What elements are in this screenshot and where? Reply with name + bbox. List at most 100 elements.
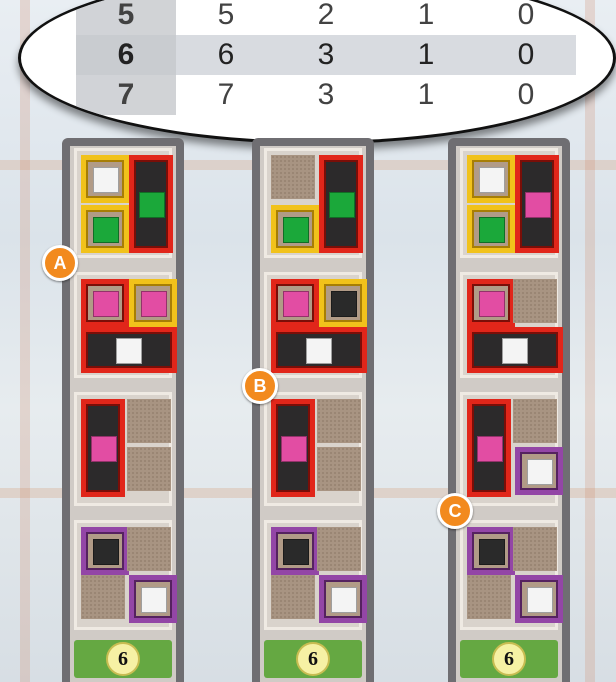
green-cube: [283, 217, 309, 243]
white-cube: [502, 338, 528, 364]
pink-cube: [477, 436, 503, 462]
empty-slot[interactable]: [513, 399, 557, 443]
empty-slot[interactable]: [127, 399, 171, 443]
yellow-slot[interactable]: [467, 205, 515, 253]
board-section-4: [264, 520, 362, 630]
table-cell: 0: [476, 78, 576, 112]
purple-slot[interactable]: [271, 527, 319, 575]
red-slot-tall[interactable]: [271, 399, 315, 497]
player-board-1: 6: [62, 138, 184, 682]
red-slot-wide[interactable]: [467, 327, 563, 373]
table-cell: 5: [76, 0, 176, 35]
black-cube: [283, 539, 309, 565]
board-section-3: [460, 392, 558, 506]
table-row: 7 7 3 1 0: [76, 75, 576, 115]
table-cell: 0: [476, 38, 576, 72]
table-cell: 6: [76, 35, 176, 75]
purple-slot[interactable]: [81, 527, 129, 575]
pink-cube: [283, 291, 309, 317]
pink-cube: [281, 436, 307, 462]
white-cube: [527, 459, 553, 485]
red-slot-wide[interactable]: [81, 327, 177, 373]
board-section-3: [74, 392, 172, 506]
table-cell: 5: [176, 0, 276, 32]
empty-slot[interactable]: [317, 527, 361, 571]
yellow-slot[interactable]: [81, 205, 129, 253]
white-cube: [116, 338, 142, 364]
table-cell: 1: [376, 78, 476, 112]
empty-slot[interactable]: [127, 527, 171, 571]
table-cell: 2: [276, 0, 376, 32]
black-cube: [479, 539, 505, 565]
pink-cube: [479, 291, 505, 317]
red-slot-tall[interactable]: [81, 399, 125, 497]
board-inner: 6: [70, 146, 176, 682]
yellow-slot[interactable]: [271, 205, 319, 253]
green-cube: [479, 217, 505, 243]
player-board-3: 6: [448, 138, 570, 682]
empty-slot[interactable]: [317, 399, 361, 443]
red-slot-tall[interactable]: [319, 155, 363, 253]
empty-slot[interactable]: [81, 575, 125, 619]
purple-slot[interactable]: [515, 447, 563, 495]
red-slot-tall[interactable]: [129, 155, 173, 253]
table-row-highlighted: 6 6 3 1 0: [76, 35, 576, 75]
empty-slot[interactable]: [513, 279, 557, 323]
table-cell: 7: [176, 78, 276, 112]
white-cube: [141, 587, 167, 613]
white-cube: [306, 338, 332, 364]
pink-cube: [93, 291, 119, 317]
table-cell: 0: [476, 0, 576, 32]
yellow-slot[interactable]: [467, 155, 515, 203]
empty-slot[interactable]: [513, 527, 557, 571]
purple-slot[interactable]: [129, 575, 177, 623]
table-cell: 3: [276, 78, 376, 112]
board-section-2: [74, 272, 172, 378]
magnified-table-lens: 5 5 2 1 0 6 6 3 1 0 7 7 3 1 0: [18, 0, 616, 144]
money-tile: 6: [74, 640, 172, 678]
marker-b[interactable]: B: [242, 368, 278, 404]
marker-a[interactable]: A: [42, 245, 78, 281]
empty-slot[interactable]: [127, 447, 171, 491]
board-section-4: [74, 520, 172, 630]
red-slot-tall[interactable]: [515, 155, 559, 253]
green-cube: [139, 192, 165, 218]
empty-slot[interactable]: [271, 575, 315, 619]
board-section-3: [264, 392, 362, 506]
red-slot[interactable]: [81, 279, 129, 327]
red-slot-wide[interactable]: [271, 327, 367, 373]
board-section-2: [460, 272, 558, 378]
pink-cube: [91, 436, 117, 462]
player-board-2: 6: [252, 138, 374, 682]
score-table: 5 5 2 1 0 6 6 3 1 0 7 7 3 1 0: [76, 5, 576, 115]
purple-slot[interactable]: [319, 575, 367, 623]
black-cube: [93, 539, 119, 565]
marker-c[interactable]: C: [437, 493, 473, 529]
yellow-slot[interactable]: [319, 279, 367, 327]
table-cell: 3: [276, 38, 376, 72]
table-row: 5 5 2 1 0: [76, 0, 576, 35]
money-tile: 6: [264, 640, 362, 678]
green-cube: [93, 217, 119, 243]
yellow-slot[interactable]: [81, 155, 129, 203]
purple-slot[interactable]: [467, 527, 515, 575]
table-cell: 1: [376, 0, 476, 32]
red-slot[interactable]: [271, 279, 319, 327]
board-section-1: [74, 148, 172, 258]
black-cube: [331, 291, 357, 317]
red-slot-tall[interactable]: [467, 399, 511, 497]
coin: 6: [106, 642, 140, 676]
table-cell: 6: [176, 38, 276, 72]
coin: 6: [296, 642, 330, 676]
red-slot[interactable]: [467, 279, 515, 327]
green-cube: [329, 192, 355, 218]
empty-slot[interactable]: [317, 447, 361, 491]
empty-slot[interactable]: [467, 575, 511, 619]
pink-cube: [525, 192, 551, 218]
empty-slot[interactable]: [271, 155, 315, 199]
white-cube: [479, 167, 505, 193]
money-tile: 6: [460, 640, 558, 678]
board-section-4: [460, 520, 558, 630]
purple-slot[interactable]: [515, 575, 563, 623]
yellow-slot[interactable]: [129, 279, 177, 327]
